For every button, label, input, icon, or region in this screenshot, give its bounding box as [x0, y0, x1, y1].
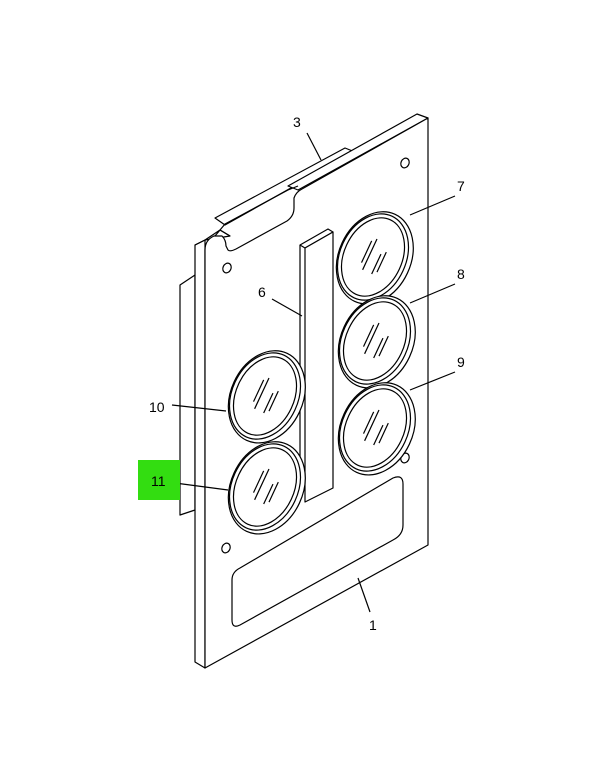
gauge-lens-part-10[interactable] — [214, 338, 320, 455]
callout-1[interactable]: 1 — [369, 617, 377, 633]
callout-6[interactable]: 6 — [258, 284, 266, 300]
gauge-lens-part-7[interactable] — [322, 199, 428, 316]
callout-11[interactable]: 11 — [151, 473, 166, 489]
gauge-lens-part-9[interactable] — [324, 370, 430, 487]
highlight-box — [138, 460, 180, 500]
mounting-hole — [221, 542, 231, 554]
leader-lines — [171, 132, 456, 613]
callout-7[interactable]: 7 — [457, 178, 465, 194]
callout-3[interactable]: 3 — [293, 114, 301, 130]
gauge-lens-part-11[interactable] — [214, 429, 320, 546]
mounting-hole — [400, 157, 410, 169]
mounting-hole — [222, 262, 232, 274]
gauge-lens-part-8[interactable] — [324, 283, 430, 400]
label-window — [231, 476, 404, 627]
callout-10[interactable]: 10 — [149, 399, 165, 415]
callout-8[interactable]: 8 — [457, 266, 465, 282]
callout-9[interactable]: 9 — [457, 354, 465, 370]
divider-bar-part-6[interactable] — [299, 228, 334, 503]
